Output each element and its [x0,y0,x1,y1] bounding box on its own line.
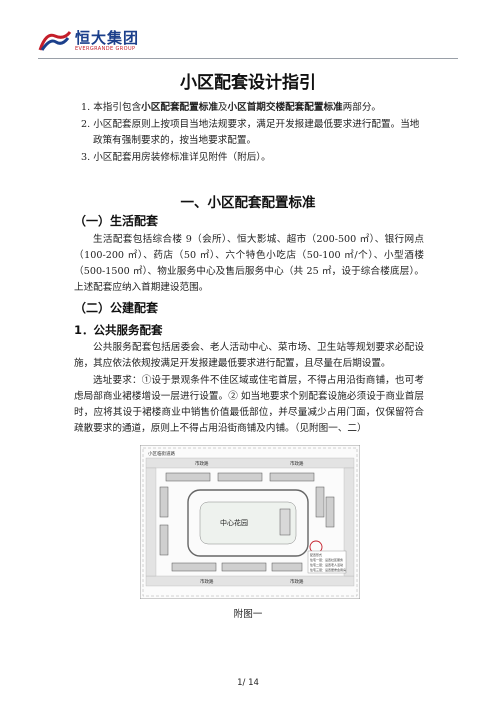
intro-item-1-b: 小区配套配置标准 [141,102,218,113]
figure-note-2: 住宅二层：设置老人活动 [310,562,343,567]
intro-item-1-a: 1. 本指引包含 [81,102,142,113]
header-divider [38,58,458,59]
figure-road-label-bottom-2: 市政路 [290,578,304,585]
evergrande-logo-icon [38,31,72,51]
intro-item-1: 1. 本指引包含小区配套配置标准及小区首期交楼配套配置标准两部分。 [81,100,421,117]
figure-caption: 附图一 [233,609,263,620]
figure-road-label-bottom-1: 市政路 [200,578,214,585]
logo-chinese-text: 恒大集团 [75,29,140,47]
figure-note-0: 配置形式 [310,552,322,557]
intro-item-3: 3. 小区配套用房装修标准详见附件（附后）。 [81,151,271,163]
public-service-title: 1．公共服务配套 [74,323,163,337]
company-logo: 恒大集团 EVERGRANDE GROUP [38,30,139,52]
document-title: 小区配套设计指引 [180,73,316,93]
figure-road-label-top-2: 市政路 [290,460,304,467]
subsection-living-title: （一）生活配套 [74,214,159,228]
public-service-paragraph-2: 选址要求：①设于景观条件不佳区域或住宅首层，不得占用沿街商铺，也可考虑局部商业裙… [74,375,424,434]
section-1-title: 一、小区配套配置标准 [180,195,316,211]
figure-road-label-top-1: 市政路 [195,460,209,467]
figure-note-1: 住宅一层：设置社区服务 [310,557,343,562]
intro-item-2: 2. 小区配套原则上按项目当地法规要求，满足开发报建最低要求进行配置。当地政策有… [81,118,420,147]
logo-english-text: EVERGRANDE GROUP [75,46,136,52]
site-plan-figure: 小区临街道路 市政路 市政路 市政路 市政路 中心花园 配置形式 住宅一层：设置… [140,445,360,599]
subsection-public-title: （二）公建配套 [74,301,159,315]
page-number: 1/ 14 [237,678,259,688]
subsection-living-paragraph: 生活配套包括综合楼 9（会所）、恒大影城、超市（200-500 ㎡）、银行网点（… [74,234,424,293]
intro-list: 1. 本指引包含小区配套配置标准及小区首期交楼配套配置标准两部分。 2. 小区配… [81,100,421,166]
public-service-paragraph-1: 公共服务配套包括居委会、老人活动中心、菜市场、卫生站等规划要求必配设施，其应依法… [74,342,424,369]
intro-item-1-c: 及 [217,102,228,113]
figure-note-3: 住宅三层：设置居委会用房 [310,567,346,572]
figure-center-garden-label: 中心花园 [220,518,248,527]
figure-top-road-label: 小区临街道路 [148,450,175,457]
intro-item-1-e: 两部分。 [342,102,382,113]
intro-item-1-d: 小区首期交楼配套配置标准 [227,102,343,113]
